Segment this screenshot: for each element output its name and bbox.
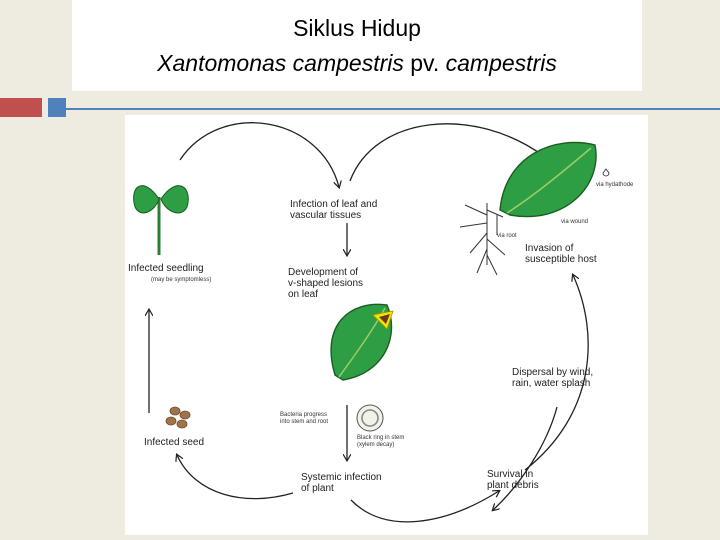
arrow-invasion-to-infection bbox=[349, 123, 546, 182]
accent-blue-block bbox=[48, 98, 66, 117]
accent-red-block bbox=[0, 98, 42, 117]
root-icon bbox=[459, 203, 506, 276]
arrow-systemic-to-seed bbox=[177, 455, 294, 500]
label-dispersal: Dispersal by wind,rain, water splash bbox=[512, 367, 594, 389]
label-infected-seedling: Infected seedling bbox=[128, 263, 204, 274]
arrow-debris-to-invasion bbox=[524, 275, 589, 471]
label-via-root: via root bbox=[497, 233, 517, 239]
label-black-ring: Black ring in stem(xylem decay) bbox=[357, 435, 405, 448]
title-box: Siklus Hidup Xantomonas campestris pv. c… bbox=[72, 0, 642, 91]
arrow-seedling-to-infection bbox=[179, 122, 339, 187]
stem-cross-section-icon bbox=[356, 404, 384, 432]
accent-blue-line bbox=[48, 108, 720, 110]
slide-subtitle: Xantomonas campestris pv. campestris bbox=[72, 49, 642, 77]
label-via-wound: via wound bbox=[561, 219, 589, 225]
species-name: Xantomonas campestris bbox=[157, 50, 404, 76]
label-via-hydathode: via hydathode bbox=[596, 182, 634, 188]
arrow-systemic-to-debris bbox=[350, 491, 499, 523]
label-infected-seed: Infected seed bbox=[144, 437, 205, 448]
infected-leaf-top-icon bbox=[496, 141, 610, 235]
arrow-debris-lower bbox=[493, 406, 558, 510]
seedling-icon bbox=[133, 185, 189, 255]
seeds-icon bbox=[165, 406, 191, 429]
pathovar-name: campestris bbox=[445, 50, 557, 76]
slide-title: Siklus Hidup bbox=[293, 15, 421, 41]
diagram-graphics bbox=[133, 122, 610, 523]
pathovar-abbrev: pv. bbox=[403, 50, 446, 76]
label-may-be-symptomless: (may be symptomless) bbox=[151, 277, 212, 283]
lesioned-leaf-icon bbox=[330, 303, 394, 381]
